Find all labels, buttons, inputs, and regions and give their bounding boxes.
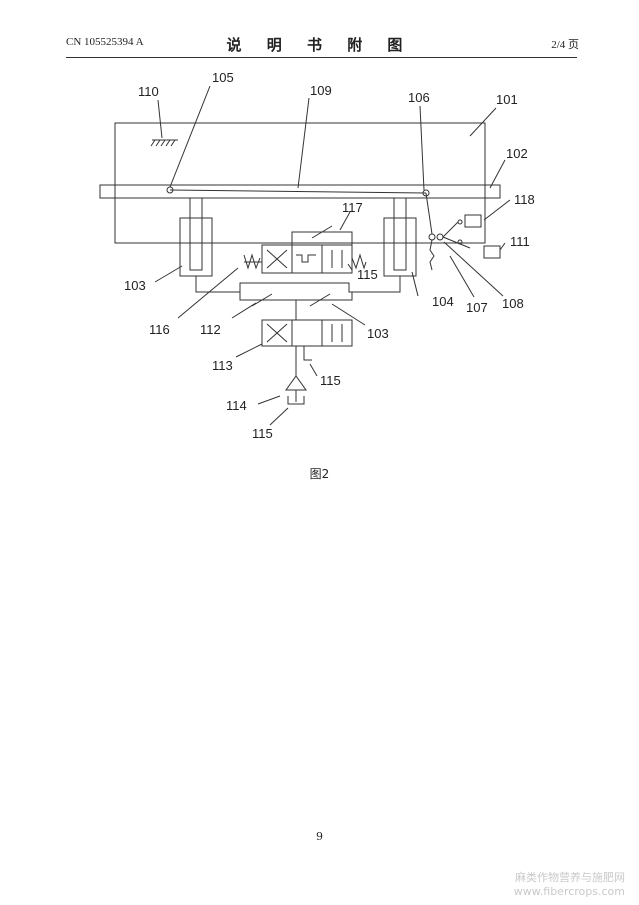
page-title: 说 明 书 附 图 [226,36,413,54]
label-115-upper: 115 [357,267,378,282]
label-113: 113 [212,358,233,373]
patent-figure: 110 105 109 106 101 102 117 118 111 103 … [99,70,535,441]
label-116: 116 [149,322,170,337]
label-118: 118 [514,192,535,207]
header-rule [66,57,577,58]
box-111 [483,245,501,259]
label-102: 102 [506,146,528,161]
label-114: 114 [226,398,247,413]
beam-102 [99,184,501,199]
watermark-line-1: 麻类作物营养与施肥网 [515,871,625,884]
label-112: 112 [200,322,221,337]
patent-number: CN 105525394 A [66,36,144,48]
label-103-left: 103 [124,278,146,293]
valve-113 [261,319,353,347]
label-108: 108 [502,296,524,311]
label-115-middle: 115 [320,373,341,388]
figure-caption: 图2 [309,467,330,481]
label-117: 117 [342,200,363,215]
label-105: 105 [212,70,234,85]
watermark-line-2: www.fibercrops.com [513,885,625,898]
rod-109 [169,189,427,194]
cylinder-104 [383,217,417,277]
label-115-lower: 115 [252,426,273,441]
label-103-right: 103 [367,326,389,341]
watermark: 麻类作物营养与施肥网 www.fibercrops.com [514,871,625,899]
label-107: 107 [466,300,488,315]
cylinder-103-left [179,217,213,277]
label-101: 101 [496,92,518,107]
box-118 [464,214,482,228]
label-104: 104 [432,294,454,309]
label-106: 106 [408,90,430,105]
page-number: 9 [316,830,323,843]
label-109: 109 [310,83,332,98]
pump-114 [285,375,307,391]
valve-116 [261,244,353,274]
label-110: 110 [138,84,159,99]
page-count: 2/4 页 [551,39,579,51]
label-111: 111 [510,234,530,249]
frame-101 [114,122,486,244]
